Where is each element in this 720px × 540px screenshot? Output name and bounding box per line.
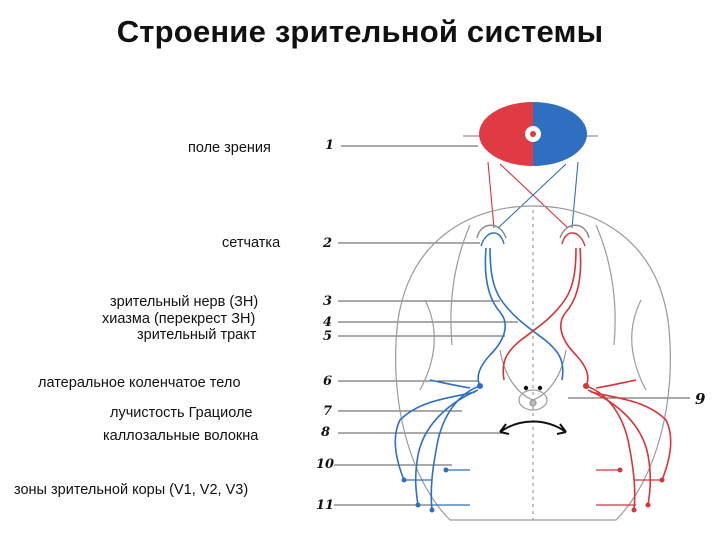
label-chiasm: хиазма (перекрест ЗН) xyxy=(102,311,256,327)
number-8: 8 xyxy=(321,425,331,440)
label-visual-cortex-zones: зоны зрительной коры (V1, V2, V3) xyxy=(14,482,249,498)
callosal-arrow xyxy=(499,420,567,435)
left-eye xyxy=(476,224,507,239)
nuclei-and-endpoints xyxy=(401,383,665,513)
label-optic-nerve: зрительный нерв (ЗН) xyxy=(110,294,259,310)
label-visual-field: поле зрения xyxy=(188,140,271,156)
number-10: 10 xyxy=(316,457,335,472)
number-1: 1 xyxy=(325,138,335,153)
number-5: 5 xyxy=(323,329,333,344)
page-title: Строение зрительной системы xyxy=(116,14,604,49)
number-9: 9 xyxy=(695,390,706,408)
number-6: 6 xyxy=(323,374,333,389)
leader-lines xyxy=(334,145,690,506)
number-4: 4 xyxy=(323,315,333,330)
number-7: 7 xyxy=(323,404,333,419)
label-callosal-fibers: каллозальные волокна xyxy=(103,428,259,444)
right-pathway xyxy=(502,247,672,511)
right-eye xyxy=(559,224,590,239)
number-3: 3 xyxy=(323,294,333,309)
label-lateral-geniculate-body: латеральное коленчатое тело xyxy=(38,375,241,391)
number-11: 11 xyxy=(316,498,335,513)
number-2: 2 xyxy=(323,236,333,251)
label-optic-tract: зрительный тракт xyxy=(137,327,257,343)
left-pathway xyxy=(394,247,564,511)
brain-outline xyxy=(395,205,671,521)
eyes xyxy=(476,224,590,247)
label-retina: сетчатка xyxy=(222,235,281,251)
label-gratiolet-radiation: лучистость Грациоле xyxy=(110,405,253,421)
visual-field-oval xyxy=(463,102,598,166)
light-rays xyxy=(487,161,579,229)
